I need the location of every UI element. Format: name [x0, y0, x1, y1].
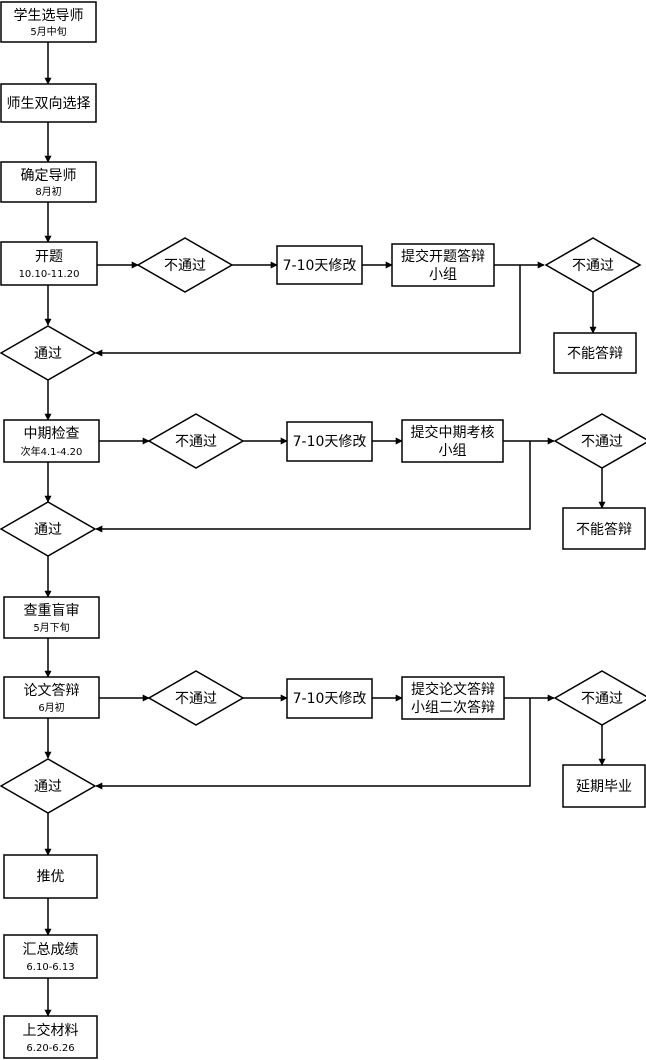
edge-defense-submit-to-pass	[95, 698, 531, 790]
decision-thesis-fail2: 不通过	[553, 670, 646, 726]
node-date: 6月初	[38, 701, 64, 714]
node-title-line2: 小组	[439, 443, 467, 459]
node-title: 延期毕业	[576, 779, 632, 795]
node-date: 次年4.1-4.20	[21, 445, 83, 458]
node-title: 推优	[37, 869, 65, 885]
decision-label: 不通过	[175, 434, 217, 450]
node-proposal-no-defense: 不能答辩	[553, 332, 637, 374]
node-title-line2: 小组	[429, 267, 457, 283]
node-title: 7-10天修改	[293, 691, 367, 707]
node-title: 学生选导师	[14, 8, 84, 24]
node-title: 不能答辩	[567, 345, 623, 362]
node-title: 论文答辩	[24, 682, 80, 699]
node-date: 6.10-6.13	[26, 962, 74, 973]
node-date: 5月中旬	[30, 25, 66, 38]
node-date: 6.20-6.26	[26, 1043, 74, 1054]
decision-midterm-fail2: 不通过	[553, 413, 646, 469]
node-midterm: 中期检查 次年4.1-4.20	[3, 419, 100, 463]
node-title: 上交材料	[23, 1022, 79, 1039]
node-title-line1: 提交开题答辩	[401, 248, 485, 265]
node-date: 10.10-11.20	[19, 269, 80, 280]
node-title: 开题	[35, 249, 63, 265]
decision-midterm-pass: 通过	[0, 501, 97, 557]
node-title: 不能答辩	[576, 521, 632, 538]
decision-label: 通过	[34, 779, 62, 795]
node-blind-review: 查重盲审 5月下旬	[3, 596, 100, 639]
node-recommend: 推优	[3, 854, 98, 899]
node-title: 确定导师	[21, 168, 77, 184]
node-proposal: 开题 10.10-11.20	[0, 241, 98, 286]
edge-submit-to-pass	[95, 265, 521, 357]
node-select-advisor: 学生选导师 5月中旬	[0, 1, 97, 43]
node-title: 师生双向选择	[7, 96, 91, 112]
node-title: 7-10天修改	[283, 258, 357, 274]
decision-label: 不通过	[164, 258, 206, 274]
node-midterm-submit: 提交中期考核 小组	[401, 419, 504, 463]
connectors	[44, 42, 606, 1017]
decision-thesis-pass: 通过	[0, 758, 97, 814]
edge-midterm-submit-to-pass	[95, 441, 531, 533]
node-summarize-grades: 汇总成绩 6.10-6.13	[3, 934, 98, 979]
node-mutual-select: 师生双向选择	[0, 83, 97, 123]
node-thesis-defense: 论文答辩 6月初	[3, 676, 100, 719]
decision-label: 不通过	[572, 258, 614, 274]
node-date: 5月下旬	[33, 621, 69, 634]
decision-thesis-fail: 不通过	[147, 670, 245, 726]
node-proposal-submit: 提交开题答辩 小组	[391, 243, 495, 287]
decision-label: 不通过	[581, 434, 623, 450]
node-thesis-revise: 7-10天修改	[286, 678, 373, 719]
decision-proposal-fail: 不通过	[136, 237, 234, 293]
node-thesis-submit: 提交论文答辩 小组二次答辩	[401, 676, 505, 720]
decision-midterm-fail: 不通过	[147, 413, 245, 469]
node-proposal-revise: 7-10天修改	[276, 245, 363, 285]
node-title-line1: 提交中期考核	[411, 424, 495, 441]
node-title-line1: 提交论文答辩	[411, 681, 495, 698]
node-confirm-advisor: 确定导师 8月初	[0, 161, 97, 203]
node-title: 汇总成绩	[23, 942, 79, 958]
node-title: 7-10天修改	[293, 434, 367, 450]
node-submit-materials: 上交材料 6.20-6.26	[3, 1015, 98, 1059]
decision-proposal-fail2: 不通过	[544, 237, 642, 293]
decision-proposal-pass: 通过	[0, 325, 97, 381]
decision-label: 通过	[34, 522, 62, 538]
node-date: 8月初	[35, 185, 61, 198]
node-title: 中期检查	[24, 426, 80, 442]
node-title-line2: 小组二次答辩	[411, 699, 495, 716]
decision-label: 不通过	[175, 691, 217, 707]
decision-label: 通过	[34, 346, 62, 362]
node-delay-graduation: 延期毕业	[562, 764, 646, 808]
node-midterm-revise: 7-10天修改	[286, 421, 373, 462]
node-midterm-no-defense: 不能答辩	[562, 507, 646, 550]
node-title: 查重盲审	[24, 602, 80, 619]
decision-label: 不通过	[581, 691, 623, 707]
